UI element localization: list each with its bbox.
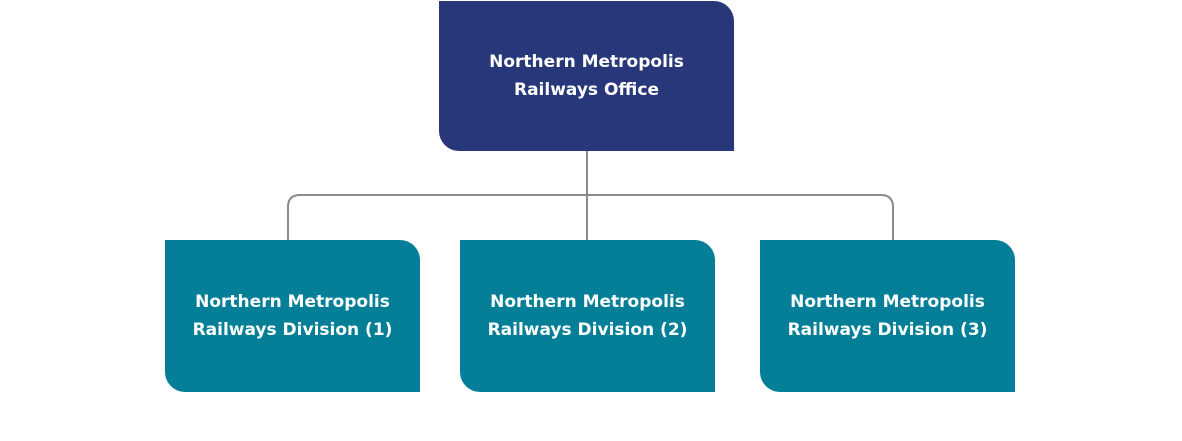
org-node-label: Northern Metropolis Railways Division (2… [487,292,688,340]
org-node-railways-division-3: Northern Metropolis Railways Division (3… [760,240,1015,392]
org-node-label: Northern Metropolis Railways Division (3… [787,292,988,340]
org-node-railways-division-1: Northern Metropolis Railways Division (1… [165,240,420,392]
org-node-label: Northern Metropolis Railways Office [489,52,684,100]
org-node-railways-division-2: Northern Metropolis Railways Division (2… [460,240,715,392]
connector-bus [287,194,894,240]
org-node-railways-office: Northern Metropolis Railways Office [439,1,734,151]
org-node-label: Northern Metropolis Railways Division (1… [192,292,393,340]
